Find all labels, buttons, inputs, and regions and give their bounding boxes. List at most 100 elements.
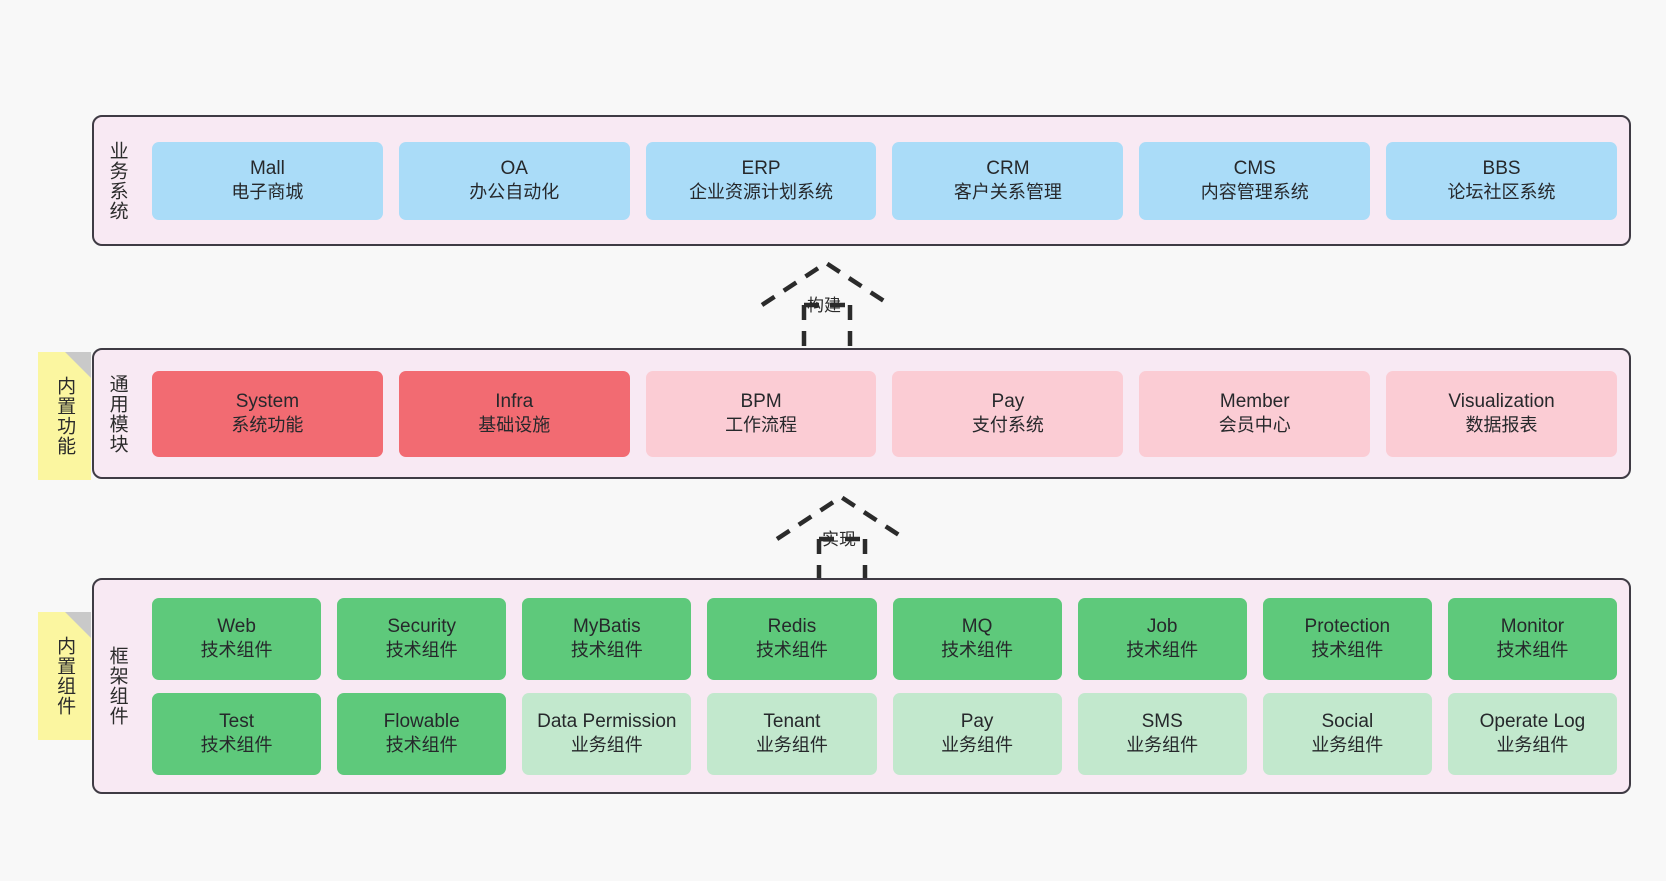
card-subtitle: 业务组件	[1311, 735, 1384, 756]
card-subtitle: 技术组件	[1496, 640, 1569, 661]
connector-build: 构建	[740, 253, 930, 353]
card-title: BBS	[1482, 158, 1521, 180]
card-title: MyBatis	[573, 616, 641, 638]
card-title: Pay	[991, 391, 1025, 413]
card-title: Member	[1219, 391, 1290, 413]
connector-implement: 实现	[755, 487, 945, 587]
layer-title-common-modules: 通用模块	[106, 373, 128, 454]
card-title: Web	[217, 616, 256, 638]
card-title: MQ	[961, 616, 993, 638]
card-subtitle: 业务组件	[755, 735, 828, 756]
connector-implement-label: 实现	[822, 530, 856, 549]
card-title: ERP	[741, 158, 781, 180]
card-title: BPM	[740, 391, 782, 413]
card-subtitle: 企业资源计划系统	[689, 182, 834, 203]
card-title: Operate Log	[1479, 711, 1586, 733]
card-title: Social	[1321, 711, 1374, 733]
card-title: OA	[500, 158, 528, 180]
card-title: CMS	[1233, 158, 1276, 180]
card-subtitle: 基础设施	[478, 415, 551, 436]
card-subtitle: 技术组件	[200, 640, 273, 661]
card-title: CRM	[986, 158, 1030, 180]
card-subtitle: 技术组件	[385, 735, 458, 756]
card-title: Infra	[495, 391, 534, 413]
card-subtitle: 技术组件	[570, 640, 643, 661]
card-title: Security	[387, 616, 456, 638]
sticky-note-builtin-features-label: 内置功能	[54, 376, 76, 456]
layer-title-framework-components: 框架组件	[106, 646, 128, 726]
card-subtitle: 业务组件	[1496, 735, 1569, 756]
card-subtitle: 技术组件	[1126, 640, 1199, 661]
card-subtitle: 内容管理系统	[1200, 182, 1309, 203]
sticky-note-builtin-components-label: 内置组件	[54, 636, 76, 716]
card-title: SMS	[1141, 711, 1183, 733]
sticky-note-builtin-components: 内置组件	[38, 612, 91, 740]
card-subtitle: 技术组件	[385, 640, 458, 661]
card-title: Redis	[767, 616, 817, 638]
card-subtitle: 办公自动化	[469, 182, 560, 203]
card-title: Visualization	[1448, 391, 1555, 413]
card-subtitle: 业务组件	[570, 735, 643, 756]
layer-title-business-systems: 业务系统	[106, 140, 128, 221]
card-title: Job	[1146, 616, 1178, 638]
card-subtitle: 业务组件	[1126, 735, 1199, 756]
card-subtitle: 技术组件	[200, 735, 273, 756]
card-subtitle: 技术组件	[755, 640, 828, 661]
card-title: Flowable	[383, 711, 460, 733]
card-subtitle: 数据报表	[1465, 415, 1538, 436]
card-subtitle: 技术组件	[941, 640, 1014, 661]
card-title: Pay	[960, 711, 994, 733]
card-subtitle: 技术组件	[1311, 640, 1384, 661]
card-title: Test	[219, 711, 254, 733]
card-title: Tenant	[763, 711, 821, 733]
card-subtitle: 论坛社区系统	[1447, 182, 1556, 203]
card-subtitle: 支付系统	[971, 415, 1044, 436]
card-title: System	[235, 391, 300, 413]
card-subtitle: 客户关系管理	[953, 182, 1062, 203]
card-title: Mall	[249, 158, 285, 180]
card-subtitle: 会员中心	[1218, 415, 1291, 436]
sticky-note-builtin-features: 内置功能	[38, 352, 91, 480]
card-subtitle: 系统功能	[231, 415, 304, 436]
connector-build-label: 构建	[807, 296, 841, 315]
card-title: Protection	[1304, 616, 1391, 638]
card-subtitle: 业务组件	[941, 735, 1014, 756]
card-subtitle: 电子商城	[231, 182, 304, 203]
